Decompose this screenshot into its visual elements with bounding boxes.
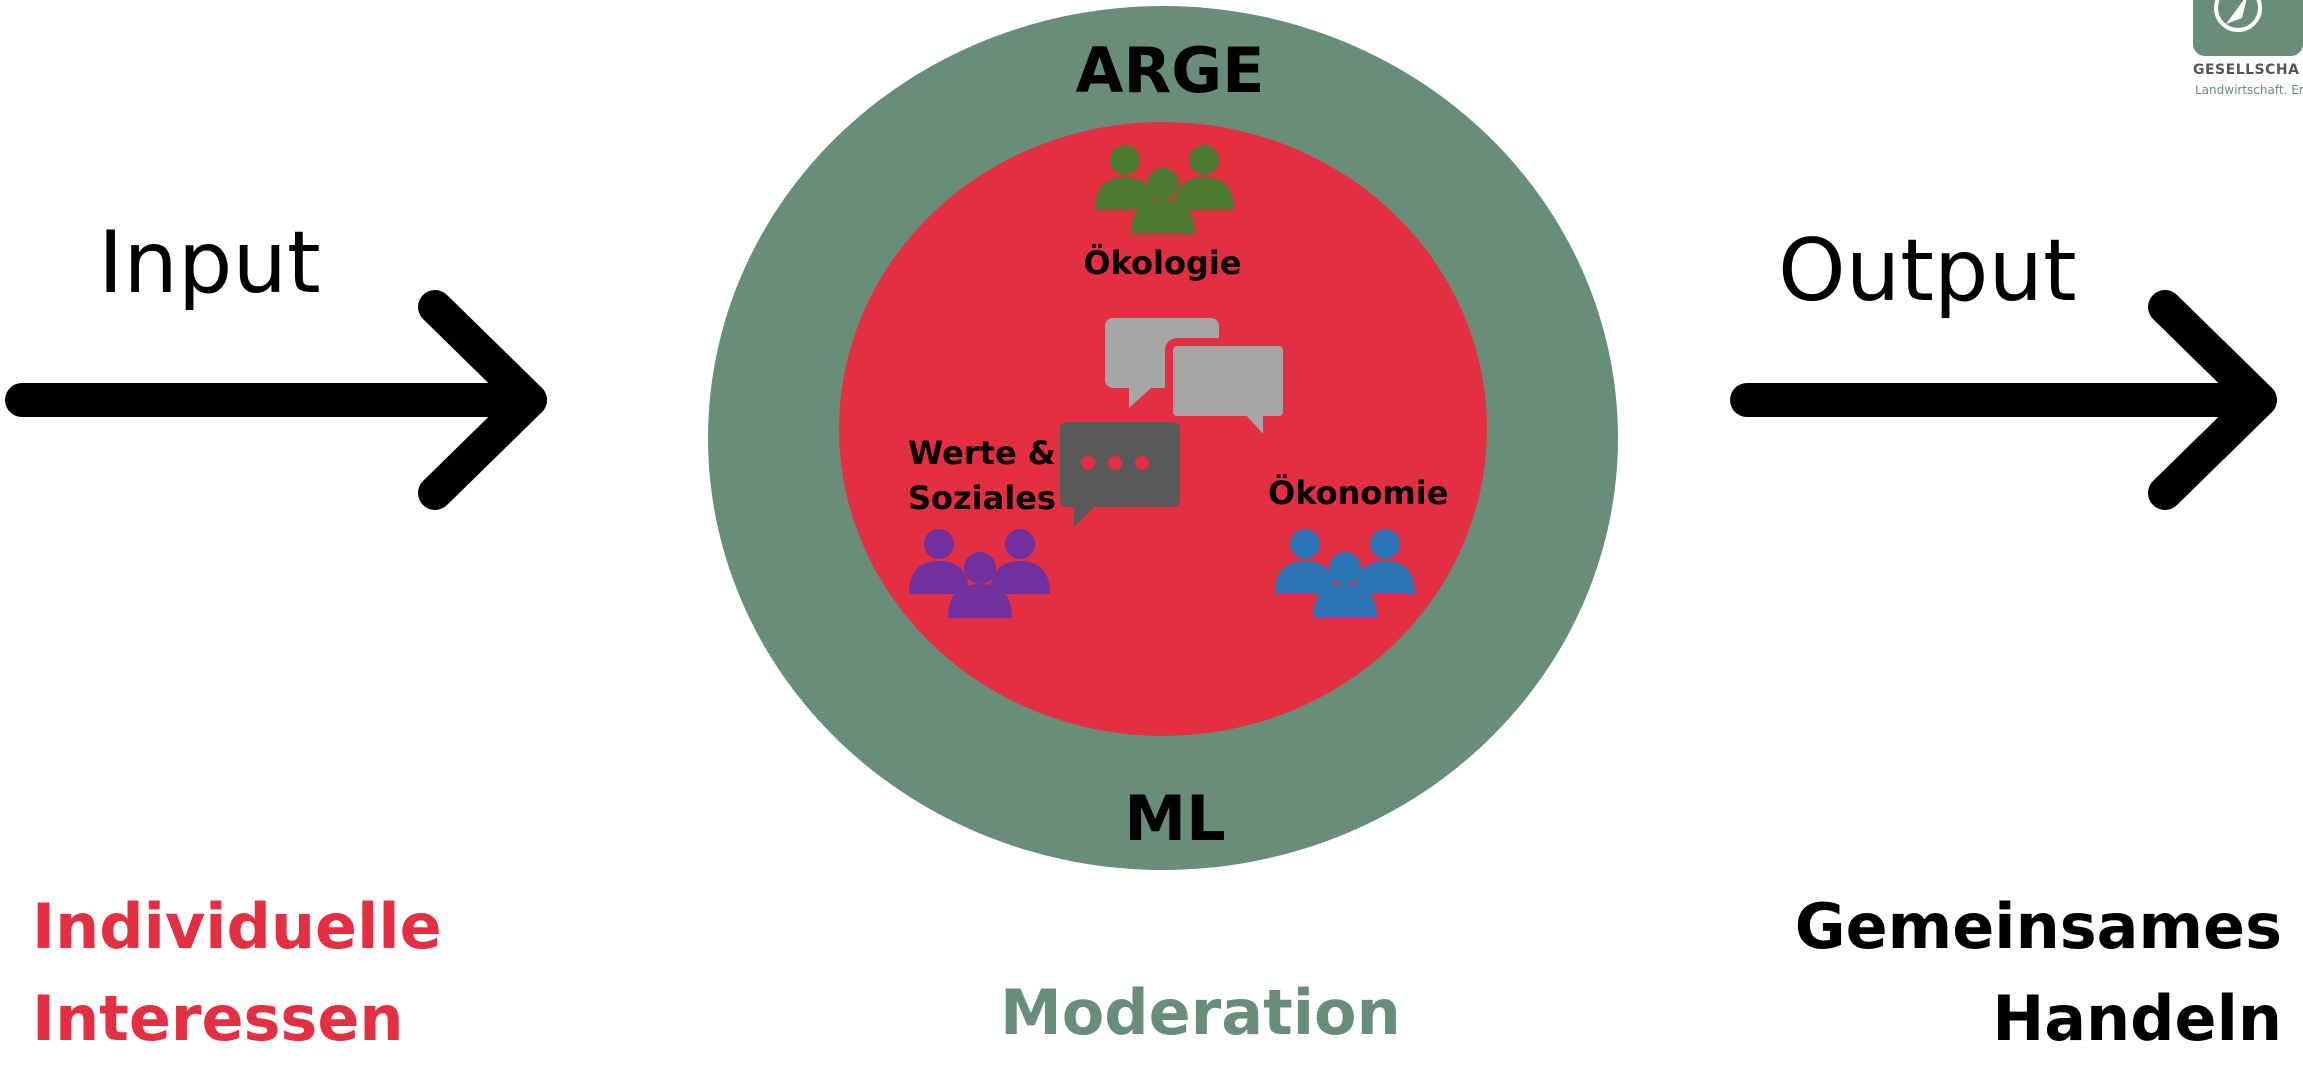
oekonomie-label: Ökonomie bbox=[1268, 474, 1449, 512]
gemeinsames-label: Gemeinsames bbox=[1794, 890, 2282, 963]
logo-text-line2: Landwirtschaft. Er bbox=[2195, 83, 2303, 97]
output-arrow-icon bbox=[1730, 290, 2277, 510]
ml-label: ML bbox=[1124, 782, 1226, 855]
oekonomie-people-icon bbox=[1275, 529, 1415, 618]
moderation-label: Moderation bbox=[1000, 976, 1401, 1049]
arge-label: ARGE bbox=[1075, 34, 1265, 107]
handeln-label: Handeln bbox=[1992, 982, 2282, 1055]
input-arrow-icon bbox=[5, 290, 547, 510]
werte-people-icon bbox=[909, 529, 1050, 618]
oekologie-label: Ökologie bbox=[1083, 244, 1242, 282]
chat-bubbles-icon bbox=[1060, 318, 1291, 527]
oekologie-people-icon bbox=[1095, 145, 1234, 234]
output-label: Output bbox=[1778, 221, 2077, 321]
logo-text-line1: GESELLSCHA bbox=[2193, 62, 2300, 78]
compass-icon bbox=[2193, 0, 2303, 56]
werte-label-line1: Werte & bbox=[908, 434, 1056, 472]
stakeholder-circle-diagram bbox=[708, 6, 1618, 870]
individuelle-label: Individuelle bbox=[32, 890, 442, 963]
logo: GESELLSCHA Landwirtschaft. Er bbox=[2190, 0, 2303, 100]
werte-label-line2: Soziales bbox=[908, 479, 1056, 517]
input-label: Input bbox=[98, 213, 321, 313]
interessen-label: Interessen bbox=[32, 982, 404, 1055]
